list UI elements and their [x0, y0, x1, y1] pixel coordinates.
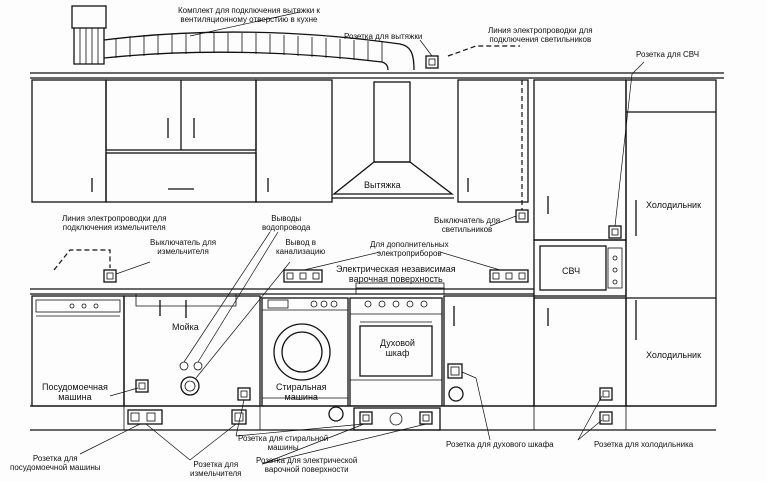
- label-disposer-socket: Розетка для измельчителя: [190, 460, 242, 478]
- label-hob: Электрическая независимая варочная повер…: [336, 264, 456, 284]
- hob-sockets: [359, 411, 433, 425]
- upper-cabinets: [31, 79, 529, 203]
- label-oven: Духовой шкаф: [380, 338, 415, 358]
- label-dishwasher: Посудомоечная машина: [42, 382, 108, 402]
- label-light-switch: Выключатель для светильников: [434, 216, 501, 234]
- light-switch: [515, 209, 529, 223]
- label-washer: Стиральная машина: [276, 382, 327, 402]
- label-meter-switch: Выключатель для измельчителя: [150, 238, 217, 256]
- oven-drawing: [349, 297, 443, 431]
- label-light-line-top: Линия электропроводки для подключения св…: [488, 26, 593, 44]
- washing-machine-drawing: [261, 297, 349, 407]
- meter-wiring-line: [53, 249, 111, 271]
- plinth: [30, 405, 716, 431]
- lower-right-cabinets: [443, 295, 535, 407]
- microwave-socket: [608, 225, 622, 239]
- label-microwave-socket: Розетка для СВЧ: [636, 50, 700, 59]
- label-extra-sockets: Для дополнительных электроприборов: [370, 240, 449, 258]
- label-washer-socket: Розетка для стиральной машины: [238, 434, 329, 452]
- plinth-sockets-left: [127, 409, 247, 425]
- meter-switch: [103, 269, 117, 283]
- label-microwave: СВЧ: [562, 266, 581, 276]
- sink-cabinet: [123, 231, 291, 407]
- label-hob-socket: Розетка для электрической варочной повер…: [256, 456, 358, 474]
- hood-socket: [425, 55, 439, 69]
- label-dishwasher-socket: Розетка для посудомоечной машины: [10, 454, 101, 472]
- label-fridge-upper: Холодильник: [646, 200, 702, 210]
- label-hood-socket: Розетка для вытяжки: [344, 32, 423, 41]
- extra-socket-block-right: [489, 269, 529, 283]
- label-sink: Мойка: [172, 322, 199, 332]
- fridge-socket: [599, 387, 613, 425]
- label-meter-line: Линия электропроводки для подключения из…: [62, 214, 167, 232]
- label-hood: Вытяжка: [364, 180, 401, 190]
- flexible-duct: [71, 5, 415, 71]
- label-duct-kit: Комплект для подключения вытяжки к венти…: [178, 6, 320, 24]
- label-water-outlets: Выводы водопровода: [262, 214, 311, 232]
- extra-socket-block-left: [283, 269, 323, 283]
- light-wiring-line-top: [447, 45, 520, 57]
- label-fridge-socket: Розетка для холодильника: [594, 440, 694, 449]
- tall-cabinet-column: [533, 79, 627, 407]
- hood-drawing: [332, 81, 454, 199]
- label-sewer-outlet: Вывод в канализацию: [276, 238, 326, 256]
- washer-drain: [328, 406, 344, 422]
- label-fridge-lower: Холодильник: [646, 350, 702, 360]
- callout-lines: [79, 11, 645, 465]
- label-oven-socket: Розетка для духового шкафа: [446, 440, 554, 449]
